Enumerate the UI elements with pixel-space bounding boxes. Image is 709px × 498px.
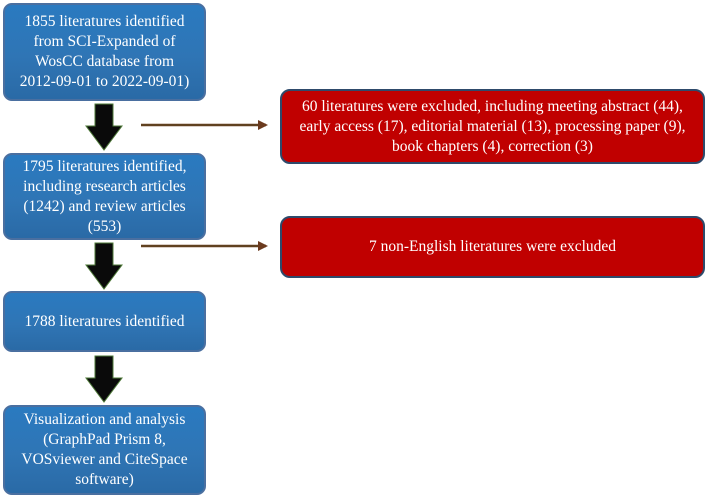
exclusion-box-non-english: 7 non-English literatures were excluded [280, 216, 705, 278]
step-box-final-identified: 1788 literatures identified [3, 291, 206, 352]
step-box-visualization-analysis: Visualization and analysis (GraphPad Pri… [3, 405, 206, 495]
exclusion-box-document-types: 60 literatures were excluded, including … [280, 89, 705, 164]
block-arrow-down-icon [85, 242, 123, 290]
arrow-right-icon [141, 241, 268, 251]
arrow-right-icon [141, 120, 268, 130]
block-arrow-down-icon [85, 103, 123, 151]
block-arrow-down-icon [85, 355, 123, 403]
step-box-articles-reviews: 1795 literatures identified, including r… [3, 153, 206, 240]
step-box-identified-wosc: 1855 literatures identified from SCI-Exp… [3, 3, 206, 101]
